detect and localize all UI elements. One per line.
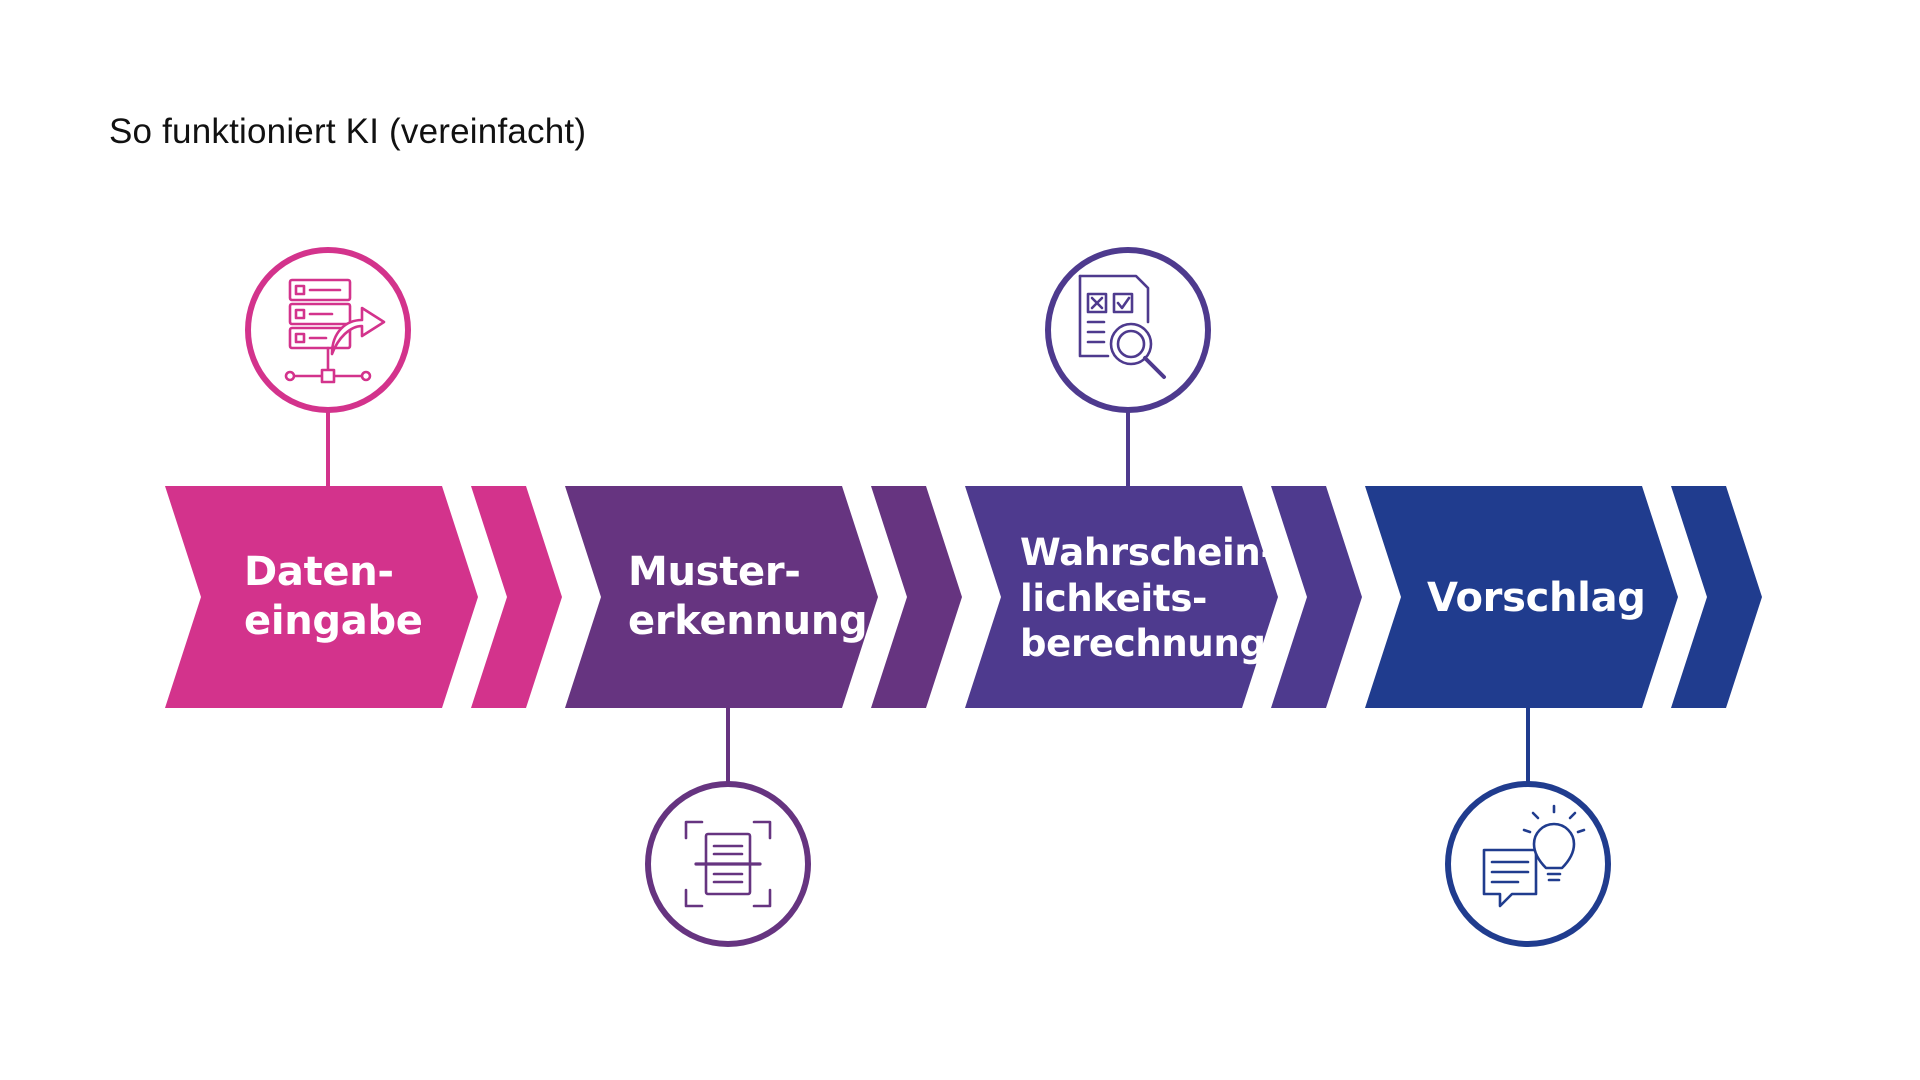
step-1-icon-circle [245,247,411,413]
step-3-label-line-1: Wahrschein- [1020,531,1276,574]
checklist-magnifier-icon [1078,274,1166,379]
step-3-label: Wahrschein- lichkeits- berechnung [1020,530,1276,667]
step-1-small-chevron [471,486,562,708]
step-2-label-line-2: erkennung [628,598,868,645]
step-1-label-line-1: Daten- [244,549,394,595]
scan-document-icon [684,820,772,908]
step-3-chevron [965,486,1278,708]
step-2-chevron [565,486,878,708]
step-2-label-line-1: Muster- [628,549,801,595]
idea-chat-icon [1482,804,1586,908]
step-4-label: Vorschlag [1427,574,1646,623]
step-2-small-chevron [871,486,962,708]
step-2-label: Muster- erkennung [628,548,868,646]
step-4-chevron [1365,486,1678,708]
step-3-small-chevron [1271,486,1362,708]
step-4 [1365,486,1762,947]
step-4-small-chevron [1671,486,1762,708]
page-title: So funktioniert KI (vereinfacht) [109,112,587,151]
step-3-label-line-2: lichkeits- [1020,576,1208,620]
step-1-chevron [165,486,478,708]
step-3-label-line-3: berechnung [1020,622,1266,665]
step-1 [165,247,562,708]
step-3 [965,247,1362,708]
step-4-label-line-1: Vorschlag [1427,575,1646,621]
step-1-label: Daten- eingabe [244,548,423,646]
step-2 [565,486,962,947]
data-input-icon [284,278,386,384]
step-1-label-line-2: eingabe [244,598,423,645]
